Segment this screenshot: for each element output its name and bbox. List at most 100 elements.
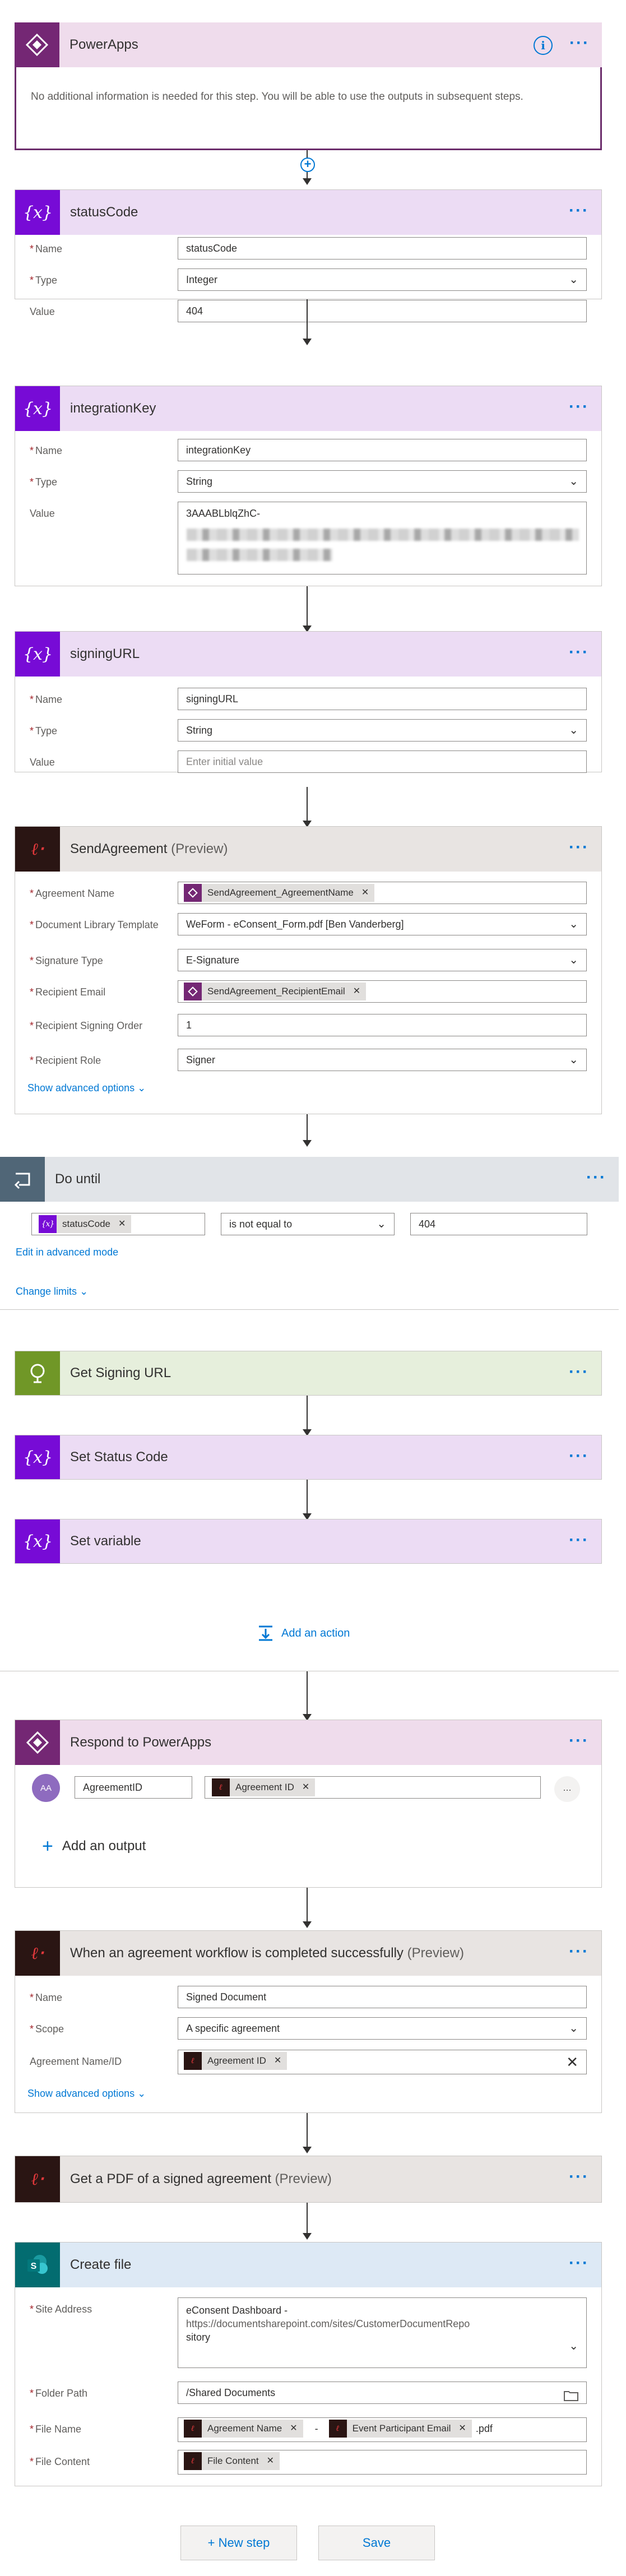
remove-token-icon[interactable]: ✕ xyxy=(273,2056,282,2065)
respond-powerapps-card[interactable]: Respond to PowerApps ··· AA AgreementID … xyxy=(15,1720,602,1888)
name-field[interactable]: statusCode xyxy=(178,237,587,260)
more-options-icon[interactable]: ··· xyxy=(569,201,589,220)
more-options-icon[interactable]: ··· xyxy=(569,2167,589,2186)
dynamic-token[interactable]: {x}statusCode✕ xyxy=(39,1215,132,1233)
remove-token-icon[interactable]: ✕ xyxy=(266,2456,275,2466)
signature-type-select[interactable]: E-Signature⌄ xyxy=(178,949,587,971)
name-field[interactable]: signingURL xyxy=(178,688,587,710)
signingURL-header[interactable]: {x} signingURL ··· xyxy=(15,632,601,677)
remove-token-icon[interactable]: ✕ xyxy=(353,986,361,996)
create-file-card[interactable]: S Create file ··· *Site Address eConsent… xyxy=(15,2242,602,2486)
more-options-icon[interactable]: ··· xyxy=(569,1363,589,1381)
more-options-icon[interactable]: ··· xyxy=(569,34,590,52)
output-name-field[interactable]: AgreementID xyxy=(75,1776,192,1799)
add-output-button[interactable]: + Add an output xyxy=(42,1836,146,1857)
get-pdf-card[interactable]: ℓ‧ Get a PDF of a signed agreement (Prev… xyxy=(15,2156,602,2203)
create-file-header[interactable]: S Create file ··· xyxy=(15,2243,601,2287)
signing-order-field[interactable]: 1 xyxy=(178,1014,587,1036)
remove-token-icon[interactable]: ✕ xyxy=(361,888,369,897)
info-icon[interactable]: i xyxy=(534,36,553,55)
remove-token-icon[interactable]: ✕ xyxy=(290,2424,298,2433)
doc-template-select[interactable]: WeForm - eConsent_Form.pdf [Ben Vanderbe… xyxy=(178,913,587,935)
save-button[interactable]: Save xyxy=(318,2526,435,2560)
folder-icon[interactable] xyxy=(564,2387,578,2403)
variable-icon: {x} xyxy=(15,190,60,235)
powerapps-trigger-card[interactable]: PowerApps i ··· No additional informatio… xyxy=(15,22,602,150)
chevron-down-icon: ⌄ xyxy=(137,2088,146,2099)
agreement-completed-header[interactable]: ℓ‧ When an agreement workflow is complet… xyxy=(15,1931,601,1976)
clear-icon[interactable]: ✕ xyxy=(566,2054,578,2070)
name-field[interactable]: integrationKey xyxy=(178,439,587,461)
statusCode-header[interactable]: {x} statusCode ··· xyxy=(15,190,601,235)
more-options-icon[interactable]: ··· xyxy=(569,1531,589,1549)
get-signing-url-card[interactable]: Get Signing URL ··· xyxy=(15,1351,602,1396)
value-field[interactable]: 404 xyxy=(178,300,587,322)
condition-right-field[interactable]: 404 xyxy=(410,1213,587,1235)
more-options-icon[interactable]: ··· xyxy=(569,1731,589,1750)
new-step-button[interactable]: + New step xyxy=(180,2526,297,2560)
dynamic-token[interactable]: SendAgreement_RecipientEmail✕ xyxy=(184,983,367,1000)
edit-advanced-mode-link[interactable]: Edit in advanced mode xyxy=(16,1247,119,1258)
recipient-email-field[interactable]: SendAgreement_RecipientEmail✕ xyxy=(178,980,587,1003)
remove-token-icon[interactable]: ✕ xyxy=(302,1782,310,1792)
type-select[interactable]: Integer⌄ xyxy=(178,268,587,291)
more-options-icon[interactable]: ··· xyxy=(569,397,589,416)
agreement-name-field[interactable]: SendAgreement_AgreementName✕ xyxy=(178,882,587,904)
site-address-select[interactable]: eConsent Dashboard - https://documentsha… xyxy=(178,2297,587,2368)
variable-icon: {x} xyxy=(39,1215,57,1233)
add-action-button[interactable]: Add an action xyxy=(256,1622,350,1644)
dynamic-token[interactable]: SendAgreement_AgreementName✕ xyxy=(184,884,375,902)
remove-token-icon[interactable]: ✕ xyxy=(118,1219,126,1229)
more-options-icon[interactable]: ··· xyxy=(586,1168,606,1187)
show-advanced-options-link[interactable]: Show advanced options ⌄ xyxy=(27,1082,146,1094)
chevron-down-icon: ⌄ xyxy=(569,724,578,736)
scope-select[interactable]: A specific agreement⌄ xyxy=(178,2017,587,2040)
more-options-icon[interactable]: ··· xyxy=(569,2254,589,2272)
show-advanced-options-link[interactable]: Show advanced options ⌄ xyxy=(27,2088,146,2099)
chevron-down-icon: ⌄ xyxy=(137,1082,146,1094)
folder-path-field[interactable]: /Shared Documents xyxy=(178,2382,587,2404)
name-field[interactable]: Signed Document xyxy=(178,1986,587,2008)
more-options-icon[interactable]: ··· xyxy=(569,1942,589,1961)
condition-operator-select[interactable]: is not equal to⌄ xyxy=(221,1213,395,1235)
recipient-role-select[interactable]: Signer⌄ xyxy=(178,1049,587,1071)
set-variable-card[interactable]: {x} Set variable ··· xyxy=(15,1519,602,1564)
sendagreement-header[interactable]: ℓ‧ SendAgreement (Preview) ··· xyxy=(15,827,601,872)
more-options-icon[interactable]: ··· xyxy=(569,643,589,661)
card-title: Set Status Code xyxy=(70,1449,168,1465)
type-select[interactable]: String⌄ xyxy=(178,470,587,493)
agreement-completed-card[interactable]: ℓ‧ When an agreement workflow is complet… xyxy=(15,1930,602,2113)
do-until-card[interactable]: Do until ··· {x}statusCode✕ is not equal… xyxy=(0,1157,619,1671)
output-more-button[interactable]: ... xyxy=(554,1776,580,1802)
redacted-value xyxy=(187,529,579,541)
sendagreement-card[interactable]: ℓ‧ SendAgreement (Preview) ··· *Agreemen… xyxy=(15,826,602,1114)
card-title: Do until xyxy=(55,1171,101,1187)
type-select[interactable]: String⌄ xyxy=(178,719,587,742)
set-status-code-card[interactable]: {x} Set Status Code ··· xyxy=(15,1435,602,1480)
condition-left-field[interactable]: {x}statusCode✕ xyxy=(31,1213,205,1235)
powerapps-trigger-header[interactable]: PowerApps i ··· xyxy=(15,22,602,67)
integrationKey-header[interactable]: {x} integrationKey ··· xyxy=(15,386,601,431)
chevron-down-icon: ⌄ xyxy=(569,954,578,966)
do-until-header[interactable]: Do until ··· xyxy=(0,1157,619,1202)
powerapps-icon xyxy=(184,983,202,1000)
change-limits-link[interactable]: Change limits ⌄ xyxy=(16,1286,89,1297)
respond-header[interactable]: Respond to PowerApps ··· xyxy=(15,1720,601,1765)
remove-token-icon[interactable]: ✕ xyxy=(458,2424,466,2433)
more-options-icon[interactable]: ··· xyxy=(569,1447,589,1465)
insert-step-icon[interactable]: + xyxy=(300,157,315,172)
more-options-icon[interactable]: ··· xyxy=(569,838,589,856)
value-field[interactable]: Enter initial value xyxy=(178,750,587,773)
